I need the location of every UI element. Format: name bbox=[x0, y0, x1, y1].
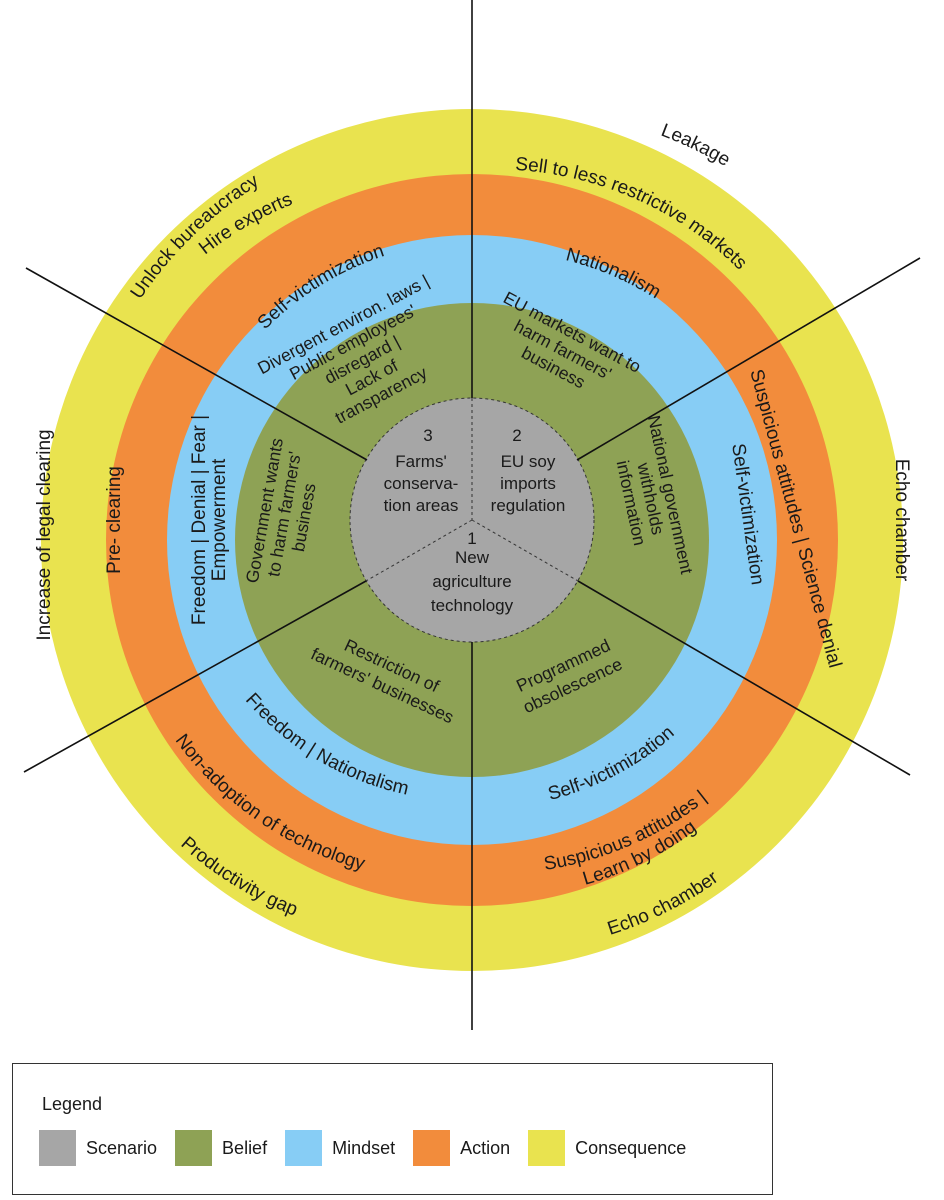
scenario-3-number: 3 bbox=[423, 426, 432, 445]
legend-label-action: Action bbox=[460, 1137, 511, 1158]
scenario-1-number: 1 bbox=[467, 529, 476, 548]
legend-box: Legend Scenario Belief Mindset Action Co… bbox=[12, 1063, 773, 1195]
legend-swatch-action bbox=[413, 1130, 451, 1166]
legend-label-belief: Belief bbox=[222, 1137, 268, 1158]
sector-dividers bbox=[23, 0, 921, 1030]
scenario-2-line-2: imports bbox=[500, 474, 556, 493]
legend-item-belief: Belief bbox=[175, 1130, 267, 1166]
legend-item-mindset: Mindset bbox=[285, 1130, 395, 1166]
legend-swatch-belief bbox=[175, 1130, 213, 1166]
scenario-1: 1 New agriculture technology bbox=[431, 529, 514, 615]
mindset-label-left: Freedom | Denial | Fear | Empowerment bbox=[189, 415, 230, 625]
consequence-label-right: Echo chamber bbox=[891, 459, 912, 582]
legend-label-mindset: Mindset bbox=[332, 1137, 396, 1158]
scenario-2-line-1: EU soy bbox=[501, 452, 556, 471]
onion-diagram: Unlock bureaucracy Leakage Echo chamber … bbox=[23, 0, 921, 1030]
legend-title: Legend bbox=[42, 1094, 103, 1114]
consequence-label-left: Increase of legal clearing bbox=[34, 429, 55, 640]
legend-item-consequence: Consequence bbox=[528, 1130, 686, 1166]
mindset-left-line-2: Empowerment bbox=[209, 458, 230, 581]
legend-swatch-consequence bbox=[528, 1130, 566, 1166]
legend-swatch-mindset bbox=[285, 1130, 323, 1166]
legend-label-scenario: Scenario bbox=[86, 1137, 158, 1158]
scenario-3-line-3: tion areas bbox=[384, 496, 459, 515]
legend-label-consequence: Consequence bbox=[575, 1137, 687, 1158]
scenario-1-line-3: technology bbox=[431, 596, 514, 615]
scenario-1-line-2: agriculture bbox=[432, 572, 511, 591]
scenario-3-line-2: conserva- bbox=[384, 474, 459, 493]
mindset-left-line-1: Freedom | Denial | Fear | bbox=[189, 415, 210, 625]
legend-swatch-scenario bbox=[39, 1130, 76, 1166]
legend-item-scenario: Scenario bbox=[39, 1130, 157, 1166]
legend-item-action: Action bbox=[413, 1130, 510, 1166]
action-label-left: Pre- clearing bbox=[104, 466, 125, 574]
scenario-2-number: 2 bbox=[512, 426, 521, 445]
scenario-2-line-3: regulation bbox=[491, 496, 566, 515]
scenario-3-line-1: Farms' bbox=[395, 452, 446, 471]
scenario-2: 2 EU soy imports regulation bbox=[491, 426, 566, 515]
legend-items: Scenario Belief Mindset Action Consequen… bbox=[39, 1130, 704, 1166]
scenario-outline bbox=[349, 397, 595, 643]
scenario-3: 3 Farms' conserva- tion areas bbox=[384, 426, 459, 515]
scenario-dividers bbox=[365, 398, 579, 582]
scenario-1-line-1: New bbox=[455, 548, 490, 567]
